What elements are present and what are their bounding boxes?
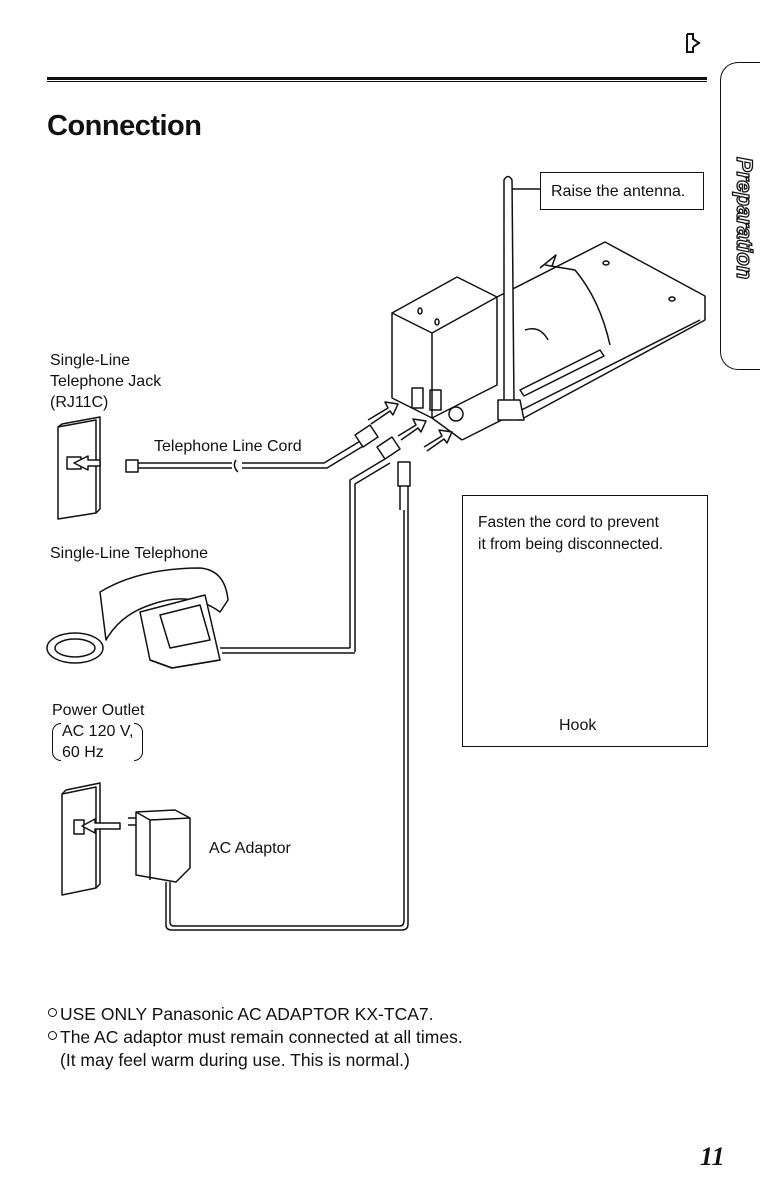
- notes: USE ONLY Panasonic AC ADAPTOR KX-TCA7. T…: [48, 1003, 463, 1072]
- single-line-telephone: [46, 567, 355, 669]
- fasten-cord-callout: Fasten the cord to prevent it from being…: [462, 495, 708, 747]
- ac-adaptor: [128, 510, 409, 931]
- antenna-callout: Raise the antenna.: [540, 172, 704, 210]
- telephone-jack-label: Single-Line Telephone Jack (RJ11C): [50, 352, 162, 411]
- note-item: The AC adaptor must remain connected at …: [48, 1026, 463, 1049]
- page-title: Connection: [47, 110, 202, 142]
- page-number: 11: [700, 1142, 725, 1171]
- telephone-jack-plate: [57, 416, 101, 520]
- antenna: [497, 175, 540, 421]
- section-tab-label: Preparation: [731, 156, 757, 280]
- bullet-icon: [48, 1008, 57, 1017]
- telephone-line-cord: [125, 439, 366, 473]
- power-outlet-plate: [61, 782, 121, 896]
- note-continuation: (It may feel warm during use. This is no…: [60, 1050, 410, 1070]
- ac-adaptor-label: AC Adaptor: [209, 840, 291, 857]
- section-tab: Preparation: [720, 62, 760, 370]
- modular-plugs: [349, 424, 411, 652]
- base-unit: [391, 241, 706, 441]
- single-line-telephone-label: Single-Line Telephone: [50, 545, 209, 562]
- note-item: USE ONLY Panasonic AC ADAPTOR KX-TCA7.: [48, 1003, 463, 1026]
- telephone-line-cord-label: Telephone Line Cord: [154, 438, 302, 455]
- bullet-icon: [48, 1031, 57, 1040]
- header-rule: [47, 77, 707, 82]
- next-page-arrow-icon: [686, 33, 701, 53]
- power-spec: AC 120 V, 60 Hz: [52, 721, 144, 763]
- power-outlet-label: Power Outlet AC 120 V, 60 Hz: [52, 702, 145, 763]
- hook-label: Hook: [559, 717, 597, 734]
